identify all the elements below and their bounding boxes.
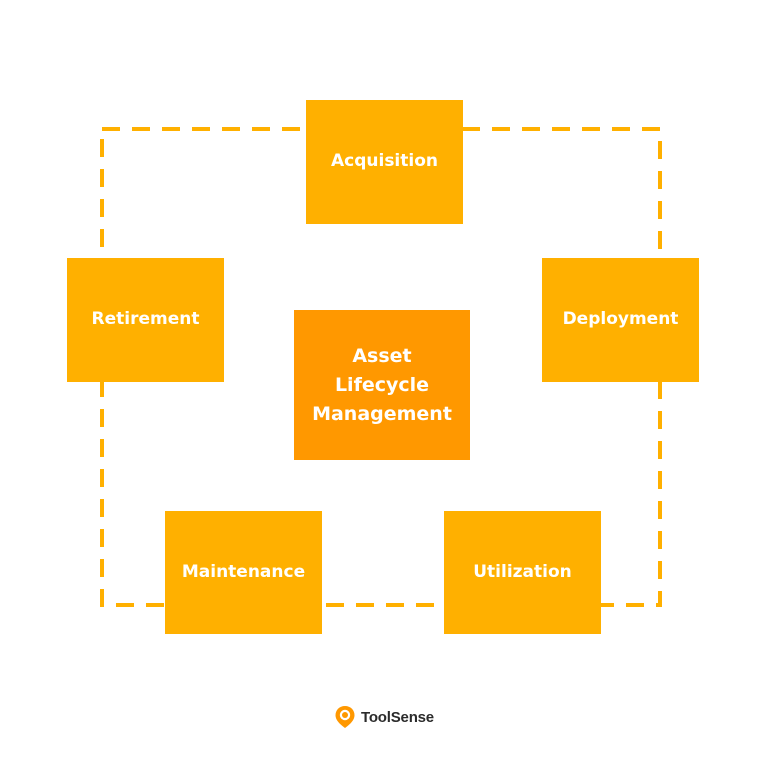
center-node: Asset Lifecycle Management [294,310,470,460]
stage-label-utilization: Utilization [473,561,572,582]
stage-label-maintenance: Maintenance [181,561,306,582]
stage-label-acquisition: Acquisition [330,151,438,172]
stage-retirement: Retirement [67,258,224,382]
stage-maintenance: Maintenance [165,511,322,634]
stage-label-retirement: Retirement [91,309,200,330]
stage-acquisition: Acquisition [306,100,463,224]
brand-name: ToolSense [361,708,434,726]
stage-deployment: Deployment [542,258,699,382]
toolsense-logo: ToolSense [334,705,434,729]
center-label: Asset Lifecycle Management [312,344,452,425]
stage-utilization: Utilization [444,511,601,634]
stage-label-deployment: Deployment [562,309,679,330]
location-pin-icon [335,706,355,728]
